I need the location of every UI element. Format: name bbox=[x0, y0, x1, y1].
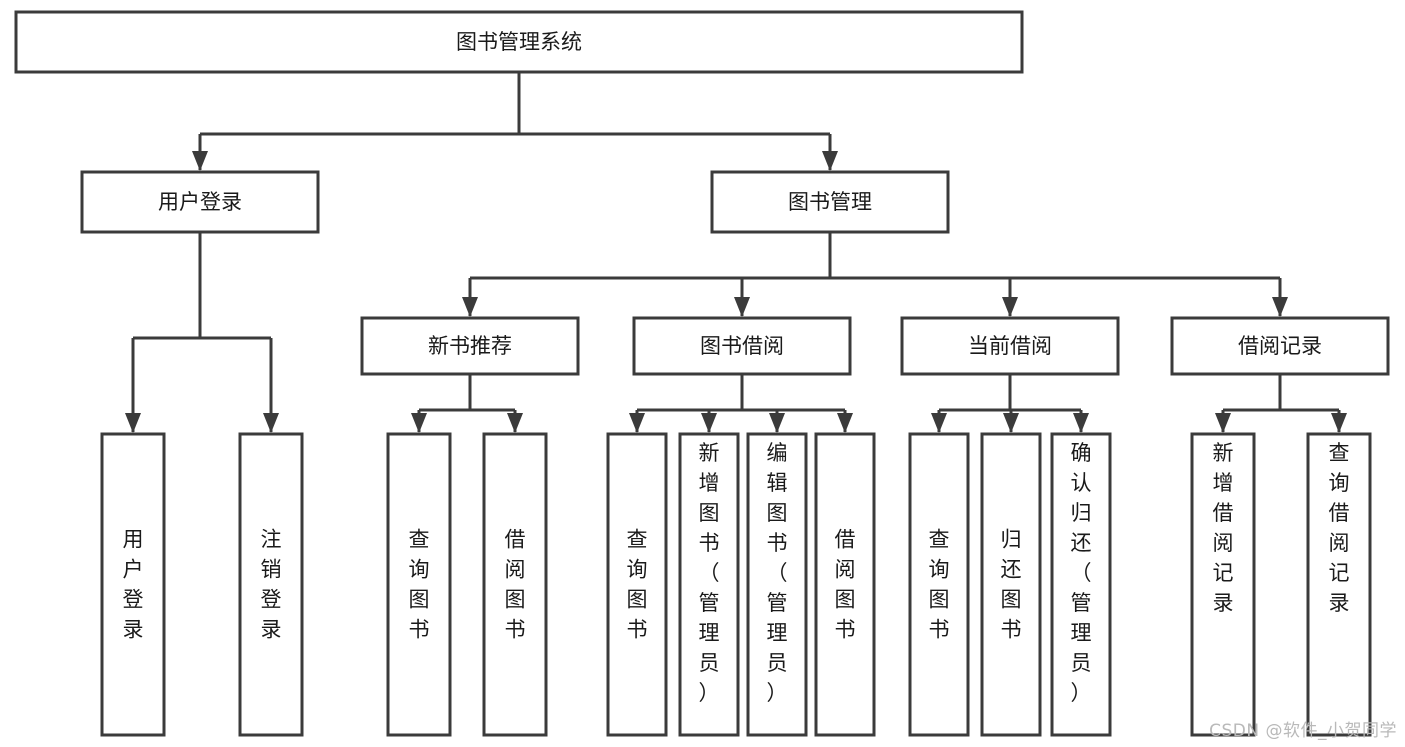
node-new-book-recommend[interactable]: 新书推荐 bbox=[360, 316, 580, 376]
node-leaf-add-borrow-record[interactable]: 新增借阅记录 bbox=[1190, 432, 1256, 737]
node-leaf-borrow-book-borrow[interactable]: 借阅图书 bbox=[814, 432, 876, 737]
node-box-leaf-edit-book-admin bbox=[746, 432, 808, 737]
arrow-head-root-0 bbox=[192, 151, 208, 171]
node-leaf-add-book-admin[interactable]: 新增图书（管理员） bbox=[678, 432, 740, 737]
arrow-head-l3-current-borrow-1 bbox=[1003, 413, 1019, 433]
node-label-leaf-query-book-current: 查询图书 bbox=[929, 528, 950, 642]
connector-layer bbox=[125, 72, 1347, 433]
arrow-head-l3-current-borrow-0 bbox=[931, 413, 947, 433]
node-current-borrow[interactable]: 当前借阅 bbox=[900, 316, 1120, 376]
node-label-root: 图书管理系统 bbox=[456, 30, 582, 54]
arrow-head-l3-book-borrow-3 bbox=[837, 413, 853, 433]
node-box-leaf-query-book-borrow bbox=[606, 432, 668, 737]
arrow-head-l3-book-borrow-2 bbox=[769, 413, 785, 433]
node-label-leaf-borrow-book-rec: 借阅图书 bbox=[505, 528, 526, 642]
arrow-head-l3-current-borrow-2 bbox=[1073, 413, 1089, 433]
node-label-leaf-user-logout: 注销登录 bbox=[261, 528, 282, 642]
node-layer: 图书管理系统用户登录图书管理新书推荐图书借阅当前借阅借阅记录用户登录注销登录查询… bbox=[14, 10, 1390, 737]
node-user-login[interactable]: 用户登录 bbox=[80, 170, 320, 234]
node-box-leaf-borrow-book-borrow bbox=[814, 432, 876, 737]
node-label-leaf-borrow-book-borrow: 借阅图书 bbox=[835, 528, 856, 642]
node-box-user-login bbox=[80, 170, 320, 234]
node-label-leaf-query-book-borrow: 查询图书 bbox=[627, 528, 648, 642]
node-box-leaf-query-borrow-record bbox=[1306, 432, 1372, 737]
node-borrow-record[interactable]: 借阅记录 bbox=[1170, 316, 1390, 376]
node-box-leaf-query-book-current bbox=[908, 432, 970, 737]
arrow-head-book-manage-1 bbox=[734, 297, 750, 317]
arrow-head-book-manage-3 bbox=[1272, 297, 1288, 317]
arrow-head-l3-borrow-record-0 bbox=[1215, 413, 1231, 433]
node-book-manage[interactable]: 图书管理 bbox=[710, 170, 950, 234]
node-leaf-borrow-book-rec[interactable]: 借阅图书 bbox=[482, 432, 548, 737]
node-label-leaf-query-borrow-record: 查询借阅记录 bbox=[1329, 441, 1350, 615]
node-leaf-query-book-current[interactable]: 查询图书 bbox=[908, 432, 970, 737]
node-leaf-return-book[interactable]: 归还图书 bbox=[980, 432, 1042, 737]
node-label-leaf-add-book-admin: 新增图书（管理员） bbox=[699, 441, 720, 705]
node-box-root bbox=[14, 10, 1024, 74]
node-box-leaf-user-login bbox=[100, 432, 166, 737]
node-leaf-confirm-return-admin[interactable]: 确认归还（管理员） bbox=[1050, 432, 1112, 737]
node-label-leaf-edit-book-admin: 编辑图书（管理员） bbox=[767, 441, 788, 705]
node-box-leaf-user-logout bbox=[238, 432, 304, 737]
node-box-current-borrow bbox=[900, 316, 1120, 376]
node-label-leaf-query-book-rec: 查询图书 bbox=[409, 528, 430, 642]
node-box-leaf-add-borrow-record bbox=[1190, 432, 1256, 737]
node-box-book-manage bbox=[710, 170, 950, 234]
node-label-current-borrow: 当前借阅 bbox=[968, 334, 1052, 358]
node-label-new-book-recommend: 新书推荐 bbox=[428, 334, 512, 358]
node-leaf-user-login[interactable]: 用户登录 bbox=[100, 432, 166, 737]
node-label-borrow-record: 借阅记录 bbox=[1238, 334, 1322, 358]
node-book-borrow[interactable]: 图书借阅 bbox=[632, 316, 852, 376]
node-leaf-edit-book-admin[interactable]: 编辑图书（管理员） bbox=[746, 432, 808, 737]
node-leaf-query-book-rec[interactable]: 查询图书 bbox=[386, 432, 452, 737]
node-box-leaf-confirm-return-admin bbox=[1050, 432, 1112, 737]
node-box-new-book-recommend bbox=[360, 316, 580, 376]
node-box-leaf-query-book-rec bbox=[386, 432, 452, 737]
node-box-leaf-return-book bbox=[980, 432, 1042, 737]
arrow-head-book-manage-2 bbox=[1002, 297, 1018, 317]
arrow-head-l3-book-borrow-1 bbox=[701, 413, 717, 433]
node-label-book-borrow: 图书借阅 bbox=[700, 334, 784, 358]
arrow-head-l3-book-borrow-0 bbox=[629, 413, 645, 433]
node-box-book-borrow bbox=[632, 316, 852, 376]
arrow-head-user-login-0 bbox=[125, 413, 141, 433]
arrow-head-l3-borrow-record-1 bbox=[1331, 413, 1347, 433]
node-label-book-manage: 图书管理 bbox=[788, 190, 872, 214]
arrow-head-book-manage-0 bbox=[462, 297, 478, 317]
arrow-head-l3-new-book-recommend-1 bbox=[507, 413, 523, 433]
node-box-leaf-borrow-book-rec bbox=[482, 432, 548, 737]
node-root[interactable]: 图书管理系统 bbox=[14, 10, 1024, 74]
arrow-head-user-login-1 bbox=[263, 413, 279, 433]
node-leaf-query-book-borrow[interactable]: 查询图书 bbox=[606, 432, 668, 737]
node-leaf-user-logout[interactable]: 注销登录 bbox=[238, 432, 304, 737]
arrow-head-l3-new-book-recommend-0 bbox=[411, 413, 427, 433]
arrow-head-root-1 bbox=[822, 151, 838, 171]
node-label-leaf-user-login: 用户登录 bbox=[123, 528, 144, 642]
node-box-borrow-record bbox=[1170, 316, 1390, 376]
node-label-leaf-confirm-return-admin: 确认归还（管理员） bbox=[1071, 441, 1092, 705]
node-label-user-login: 用户登录 bbox=[158, 190, 242, 214]
node-label-leaf-return-book: 归还图书 bbox=[1001, 528, 1022, 642]
node-box-leaf-add-book-admin bbox=[678, 432, 740, 737]
node-leaf-query-borrow-record[interactable]: 查询借阅记录 bbox=[1306, 432, 1372, 737]
node-label-leaf-add-borrow-record: 新增借阅记录 bbox=[1213, 441, 1234, 615]
